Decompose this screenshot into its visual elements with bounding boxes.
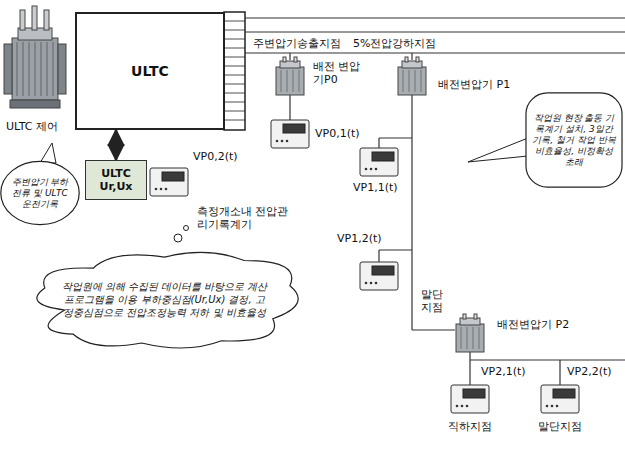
fin — [23, 42, 24, 96]
label: VP0,1(t) — [314, 127, 361, 140]
tap-mark — [224, 102, 245, 103]
label: VP2,2(t) — [566, 365, 613, 378]
tap-mark — [224, 57, 245, 58]
text-wrap: ULTC — [131, 63, 169, 79]
connector — [115, 130, 118, 160]
label: 배전변압기 P1 — [437, 78, 511, 91]
outline-path — [1, 161, 79, 224]
label: 말단 지점 — [420, 288, 450, 314]
tap-mark — [224, 111, 245, 112]
tap-mark — [224, 39, 245, 40]
label: 5%전압강하지점 — [352, 37, 437, 50]
label: VP1,1(t) — [352, 181, 399, 194]
voltage-recorder — [451, 385, 489, 413]
tap-mark — [224, 21, 245, 22]
label: 주변압기송출지점 — [252, 37, 342, 50]
label: 배전 변압기P0 — [312, 60, 370, 86]
fin — [29, 42, 30, 96]
text-wrap: 주변압기 부하전류 및 ULTC 운전기록 — [9, 177, 71, 210]
tap-mark — [224, 75, 245, 76]
distribution-transformer — [456, 314, 484, 352]
label: 측정개소내 전압관리기록계기 — [196, 205, 294, 231]
outline-path — [37, 252, 298, 348]
tap-mark — [224, 84, 245, 85]
node-text: 주변압기 부하전류 및 ULTC 운전기록 — [9, 177, 71, 210]
distribution-transformer — [276, 57, 304, 95]
voltage-recorder — [360, 262, 398, 290]
label: ULTC 제어 — [5, 120, 59, 133]
label: 말단지점 — [537, 420, 583, 433]
thought-dot — [184, 226, 189, 231]
thought-dot — [174, 234, 182, 242]
voltage-recorder — [271, 120, 309, 148]
fin — [41, 42, 42, 96]
text-wrap: 작업원 현장 출동 기록계기 설치, 3일간 기록, 철거 작업 반복 비효율성… — [532, 113, 616, 168]
ultc-box: ULTC — [75, 12, 225, 130]
main-transformer — [4, 6, 66, 108]
node-text: ULTC Ur,Ux — [90, 167, 142, 193]
label: VP0,2(t) — [192, 150, 239, 163]
voltage-recorder — [150, 168, 188, 196]
node-text: 작업원 현장 출동 기록계기 설치, 3일간 기록, 철거 작업 반복 비효율성… — [532, 113, 616, 168]
fin — [35, 42, 36, 96]
fin — [17, 42, 18, 96]
tap-mark — [224, 93, 245, 94]
callout-oval: 주변압기 부하전류 및 ULTC 운전기록 — [0, 160, 80, 226]
fin — [47, 42, 48, 96]
ultc-setting-box: ULTC Ur,Ux — [85, 160, 147, 200]
fin — [53, 42, 54, 96]
tap-mark — [224, 30, 245, 31]
node-text: 작업원에 의해 수집된 데이터를 바탕으로 계산 프로그램을 이용 부하중심점(… — [60, 280, 269, 319]
bus-lines — [245, 18, 625, 385]
text-wrap: 작업원에 의해 수집된 데이터를 바탕으로 계산 프로그램을 이용 부하중심점(… — [60, 280, 269, 319]
tap-mark — [224, 120, 245, 121]
tap-mark — [224, 48, 245, 49]
tap-mark — [224, 66, 245, 67]
outline-path — [526, 93, 622, 187]
label: VP2,1(t) — [480, 365, 527, 378]
callout-bubble: 작업원 현장 출동 기록계기 설치, 3일간 기록, 철거 작업 반복 비효율성… — [525, 92, 623, 188]
label: 직하지점 — [447, 420, 493, 433]
text-wrap: ULTC Ur,Ux — [90, 167, 142, 193]
tap-column — [224, 12, 245, 130]
voltage-recorder — [541, 385, 579, 413]
voltage-recorder — [360, 148, 398, 176]
label: 배전변압기 P2 — [496, 318, 570, 331]
callout-tail — [40, 143, 56, 163]
label: VP1,2(t) — [336, 232, 383, 245]
node-text: ULTC — [131, 63, 169, 79]
thought-cloud: 작업원에 의해 수집된 데이터를 바탕으로 계산 프로그램을 이용 부하중심점(… — [22, 244, 307, 354]
callout-tail — [468, 138, 528, 162]
distribution-transformer — [398, 57, 426, 95]
